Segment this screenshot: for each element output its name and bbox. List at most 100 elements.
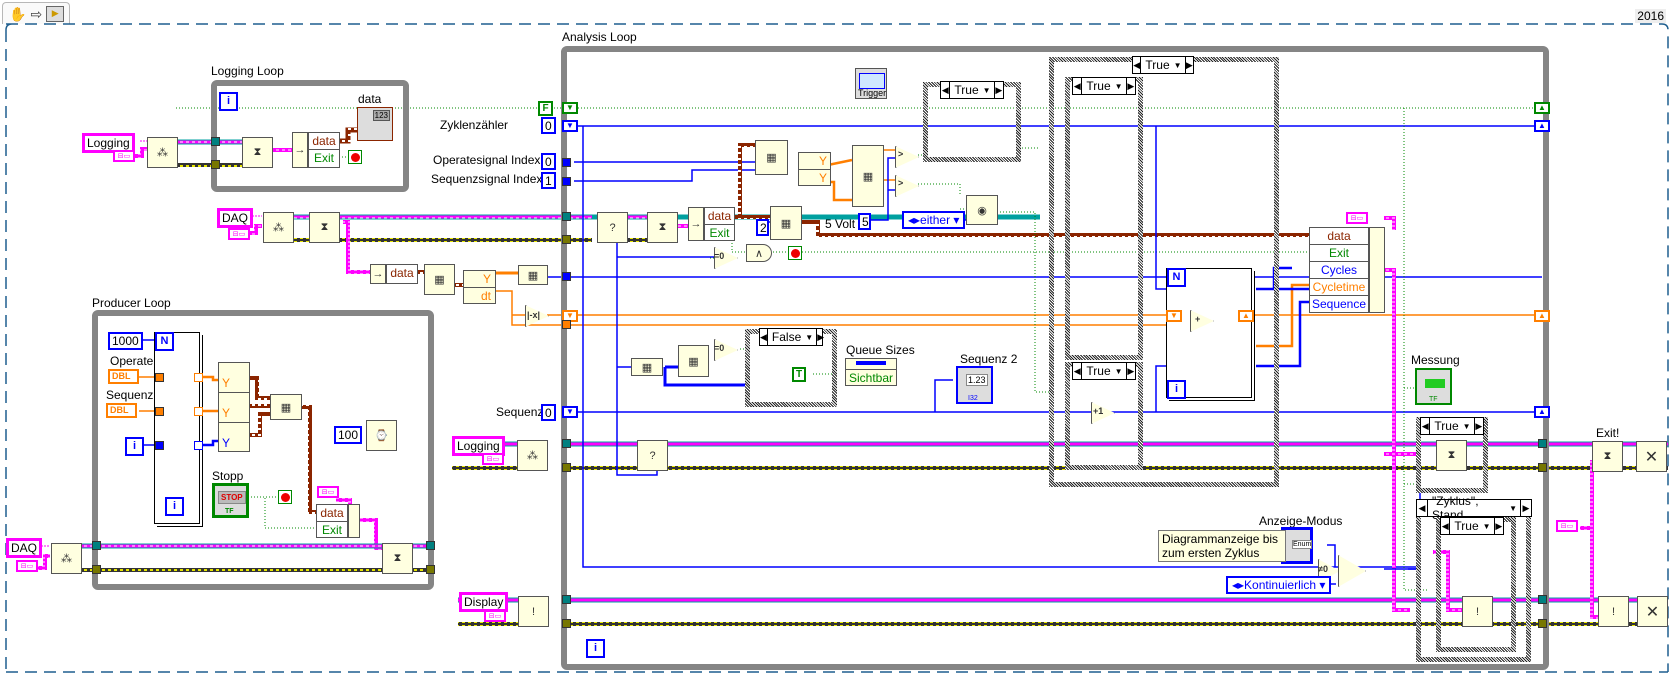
send-notification-node[interactable]: ! <box>1462 596 1493 627</box>
trigger-detection-node[interactable]: ◉ <box>966 195 998 225</box>
case-next-icon[interactable]: ▶ <box>816 329 824 345</box>
producer-while-loop[interactable] <box>92 310 434 590</box>
analysis-bundle-by-name[interactable]: data Exit Cycles Cycletime Sequence <box>1309 227 1369 313</box>
unbundle-by-name-arrow[interactable]: → <box>292 132 308 168</box>
case-prev-icon[interactable]: ◀ <box>1417 500 1428 516</box>
case-structure-inner-top[interactable] <box>1065 77 1143 360</box>
dequeue-element-node[interactable]: ⧗ <box>647 212 678 243</box>
case-selector[interactable]: ◀True▼▶ <box>1132 56 1194 74</box>
enqueue-element-node[interactable]: ⧗ <box>382 543 413 574</box>
send-notification-node[interactable]: ! <box>1598 596 1629 627</box>
case-next-icon[interactable]: ▶ <box>1493 518 1503 534</box>
queue-sizes-property-node[interactable]: Sichtbar <box>845 358 897 386</box>
case-selector[interactable]: ◀False▼▶ <box>759 328 824 346</box>
case-selector[interactable]: ◀True▼▶ <box>1420 417 1484 435</box>
queue-type-constant[interactable]: ⊟▭ <box>16 560 38 572</box>
queue-type-constant[interactable]: ⊟▭ <box>228 228 250 240</box>
queue-type-constant[interactable]: ⊟▭ <box>1346 212 1368 224</box>
obtain-queue-node[interactable]: ⁂ <box>263 212 294 243</box>
stop-button-control[interactable]: STOP TF <box>212 483 249 518</box>
false-init-constant[interactable]: F <box>538 101 553 116</box>
logging-while-loop[interactable] <box>211 80 409 192</box>
array-size-node[interactable]: ▦ <box>518 265 548 285</box>
daq-queue-name-constant[interactable]: DAQ <box>217 208 254 228</box>
messung-led-indicator[interactable]: TF <box>1415 368 1452 405</box>
true-constant[interactable]: T <box>792 367 806 382</box>
sequenzsignal-index-constant[interactable]: 1 <box>541 172 556 189</box>
case-selector[interactable]: ◀True▼▶ <box>1072 77 1136 95</box>
case-selector[interactable]: ◀True▼▶ <box>1440 517 1504 535</box>
producer-for-loop[interactable] <box>154 332 200 524</box>
obtain-queue-node[interactable]: ⁂ <box>147 137 178 168</box>
analysis-unbundle-by-name[interactable]: data Exit <box>704 207 735 241</box>
case-prev-icon[interactable]: ◀ <box>1133 57 1142 73</box>
unbundle-by-name-arrow[interactable]: → <box>688 207 704 241</box>
producer-bundle-by-name[interactable]: data Exit <box>316 504 348 538</box>
sequenz-sr-constant[interactable]: 0 <box>541 404 556 421</box>
notifier-type-constant[interactable]: ⊟▭ <box>1556 520 1578 532</box>
cycle-for-loop[interactable] <box>1166 268 1252 398</box>
build-waveform-stack[interactable]: Y Y Y <box>218 362 250 452</box>
case-next-icon[interactable]: ▶ <box>993 82 1003 98</box>
preview-queue-element-node[interactable]: ⧗ <box>309 212 340 243</box>
case-prev-icon[interactable]: ◀ <box>760 329 768 345</box>
case-selector[interactable]: ◀"Zyklus", Stand▼▶ <box>1416 494 1532 522</box>
queue-type-constant[interactable]: ⊟▭ <box>113 150 135 162</box>
release-notifier-node[interactable]: ✕ <box>1637 596 1668 627</box>
zyklenzaehler-constant[interactable]: 0 <box>541 117 556 134</box>
display-mode-enum-constant[interactable]: ◂▸Kontinuierlich ▾ <box>1226 576 1332 594</box>
enqueue-exit-node[interactable]: ⧗ <box>1592 441 1623 472</box>
wait-ms-node[interactable]: ⌚ <box>366 420 397 451</box>
case-structure-display-inner[interactable] <box>1436 517 1516 652</box>
case-prev-icon[interactable]: ◀ <box>1073 78 1083 94</box>
logging-queue-name-constant[interactable]: Logging <box>452 436 505 456</box>
case-prev-icon[interactable]: ◀ <box>941 82 951 98</box>
case-next-icon[interactable]: ▶ <box>1184 57 1193 73</box>
array-subset-node[interactable]: ▦ <box>770 206 802 240</box>
get-waveform-components[interactable]: Y dt <box>463 270 496 304</box>
operatesignal-index-constant[interactable]: 0 <box>541 153 556 170</box>
for-loop-count-constant[interactable]: 1000 <box>108 332 143 350</box>
get-queue-status-node[interactable]: ▦ <box>631 358 663 376</box>
volt-constant[interactable]: 5 <box>858 213 871 230</box>
case-selector[interactable]: ◀True▼▶ <box>1072 362 1136 380</box>
queue-type-constant[interactable]: ⊟▭ <box>317 486 339 498</box>
wait-ms-constant[interactable]: 100 <box>334 426 363 444</box>
analysis-while-loop[interactable] <box>561 46 1549 670</box>
case-prev-icon[interactable]: ◀ <box>1441 518 1451 534</box>
sequenz2-indicator[interactable]: 1.23 I32 <box>956 366 993 404</box>
get-waveform-components-pair[interactable]: Y Y <box>798 152 831 186</box>
case-next-icon[interactable]: ▶ <box>1473 418 1483 434</box>
daq-queue-name-constant[interactable]: DAQ <box>6 538 43 558</box>
hand-grab-icon[interactable]: ✋ <box>9 5 27 22</box>
and-node[interactable]: ∧ <box>746 244 772 262</box>
enqueue-element-node[interactable]: ⧗ <box>1436 440 1467 471</box>
data-waveform-indicator[interactable]: 123 <box>357 107 393 141</box>
build-array-node[interactable]: ▦ <box>270 394 302 420</box>
logging-unbundle-by-name[interactable]: data Exit <box>308 132 340 168</box>
unbundle-by-name-arrow[interactable]: → <box>370 264 386 284</box>
edge-enum-constant[interactable]: ◂▸either ▾ <box>902 211 966 229</box>
index-array-node[interactable]: ▦ <box>755 140 788 175</box>
release-queue-node[interactable]: ✕ <box>1636 441 1667 472</box>
operate-dbl-control[interactable]: DBL <box>108 369 139 384</box>
obtain-queue-node[interactable]: ⁂ <box>517 440 548 471</box>
trigger-express-vi[interactable]: Trigger <box>855 68 887 99</box>
obtain-notifier-node[interactable]: ! <box>518 596 549 627</box>
queue-type-constant[interactable]: ⊟▭ <box>482 453 504 465</box>
flush-queue-node[interactable]: ? <box>597 212 628 243</box>
case-selector[interactable]: ◀True▼▶ <box>940 81 1004 99</box>
case-prev-icon[interactable]: ◀ <box>1421 418 1431 434</box>
logging-queue-name-constant[interactable]: Logging <box>82 133 135 153</box>
display-queue-name-constant[interactable]: Display <box>459 592 509 612</box>
case-next-icon[interactable]: ▶ <box>1520 500 1531 516</box>
subset-count-constant[interactable]: 2 <box>756 219 769 236</box>
flush-queue-node[interactable]: ? <box>637 440 668 471</box>
sequenz-dbl-control[interactable]: DBL <box>106 403 137 418</box>
arrow-right-icon[interactable]: ⇨ <box>30 5 43 22</box>
index-array-node[interactable]: ▦ <box>424 264 455 295</box>
obtain-queue-node[interactable]: ⁂ <box>51 543 82 574</box>
case-prev-icon[interactable]: ◀ <box>1073 363 1083 379</box>
case-next-icon[interactable]: ▶ <box>1125 78 1135 94</box>
array-max-min-node[interactable]: ▦ <box>678 345 709 377</box>
